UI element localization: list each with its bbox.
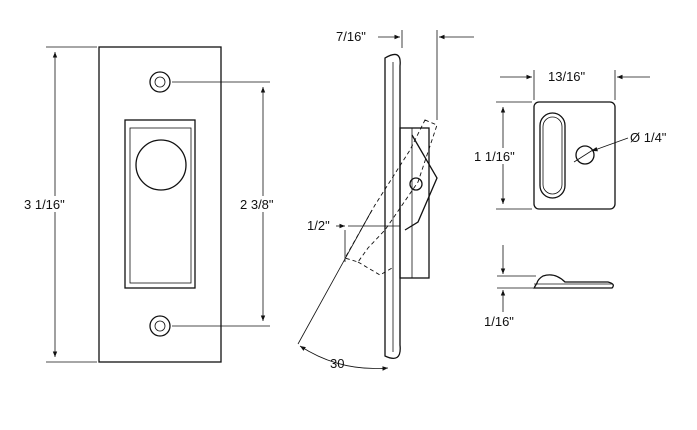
height-dimension: 3 1/16" [20, 46, 97, 363]
thickness-dimension: 7/16" [336, 29, 474, 120]
pull-height-label: 1 1/16" [474, 149, 515, 164]
faceplate-outline [98, 46, 222, 363]
finger-pull-circle [135, 139, 187, 191]
pull-lever-extended [344, 119, 438, 263]
offset-label: 1/2" [307, 218, 330, 233]
pivot-pin [409, 177, 423, 191]
top-screw-hole [149, 71, 171, 93]
side-view: 7/16" 1/2" 30 [297, 29, 474, 371]
finger-slot [539, 112, 566, 199]
hole-dimension: Ø 1/4" [591, 130, 667, 152]
width-label: 13/16" [548, 69, 586, 84]
width-dimension: 13/16" [500, 69, 650, 100]
side-body [399, 127, 430, 279]
mount-hole [573, 145, 597, 165]
height-label: 3 1/16" [24, 197, 65, 212]
pull-height-dimension: 1 1/16" [470, 101, 532, 210]
angle-label: 30 [330, 356, 344, 371]
pull-lever-solid [404, 134, 438, 231]
pull-profile [532, 274, 614, 289]
front-view: 3 1/16" 2 3/8" [20, 46, 292, 363]
offset-dimension: 1/2" [307, 218, 400, 262]
hole-spacing-dimension: 2 3/8" [172, 81, 292, 327]
profile-label: 1/16" [484, 314, 514, 329]
pull-view: 13/16" 1 1/16" Ø 1/4" 1/16" [470, 69, 667, 329]
bottom-screw-hole [149, 315, 171, 337]
pocket-inner [129, 127, 192, 284]
hole-label: Ø 1/4" [630, 130, 667, 145]
pull-plate [533, 101, 616, 210]
profile-dimension: 1/16" [484, 245, 536, 329]
thickness-label: 7/16" [336, 29, 366, 44]
pocket-outline [124, 119, 196, 289]
angle-dimension: 30 [297, 209, 389, 371]
hole-spacing-label: 2 3/8" [240, 197, 274, 212]
side-faceplate [384, 53, 401, 359]
